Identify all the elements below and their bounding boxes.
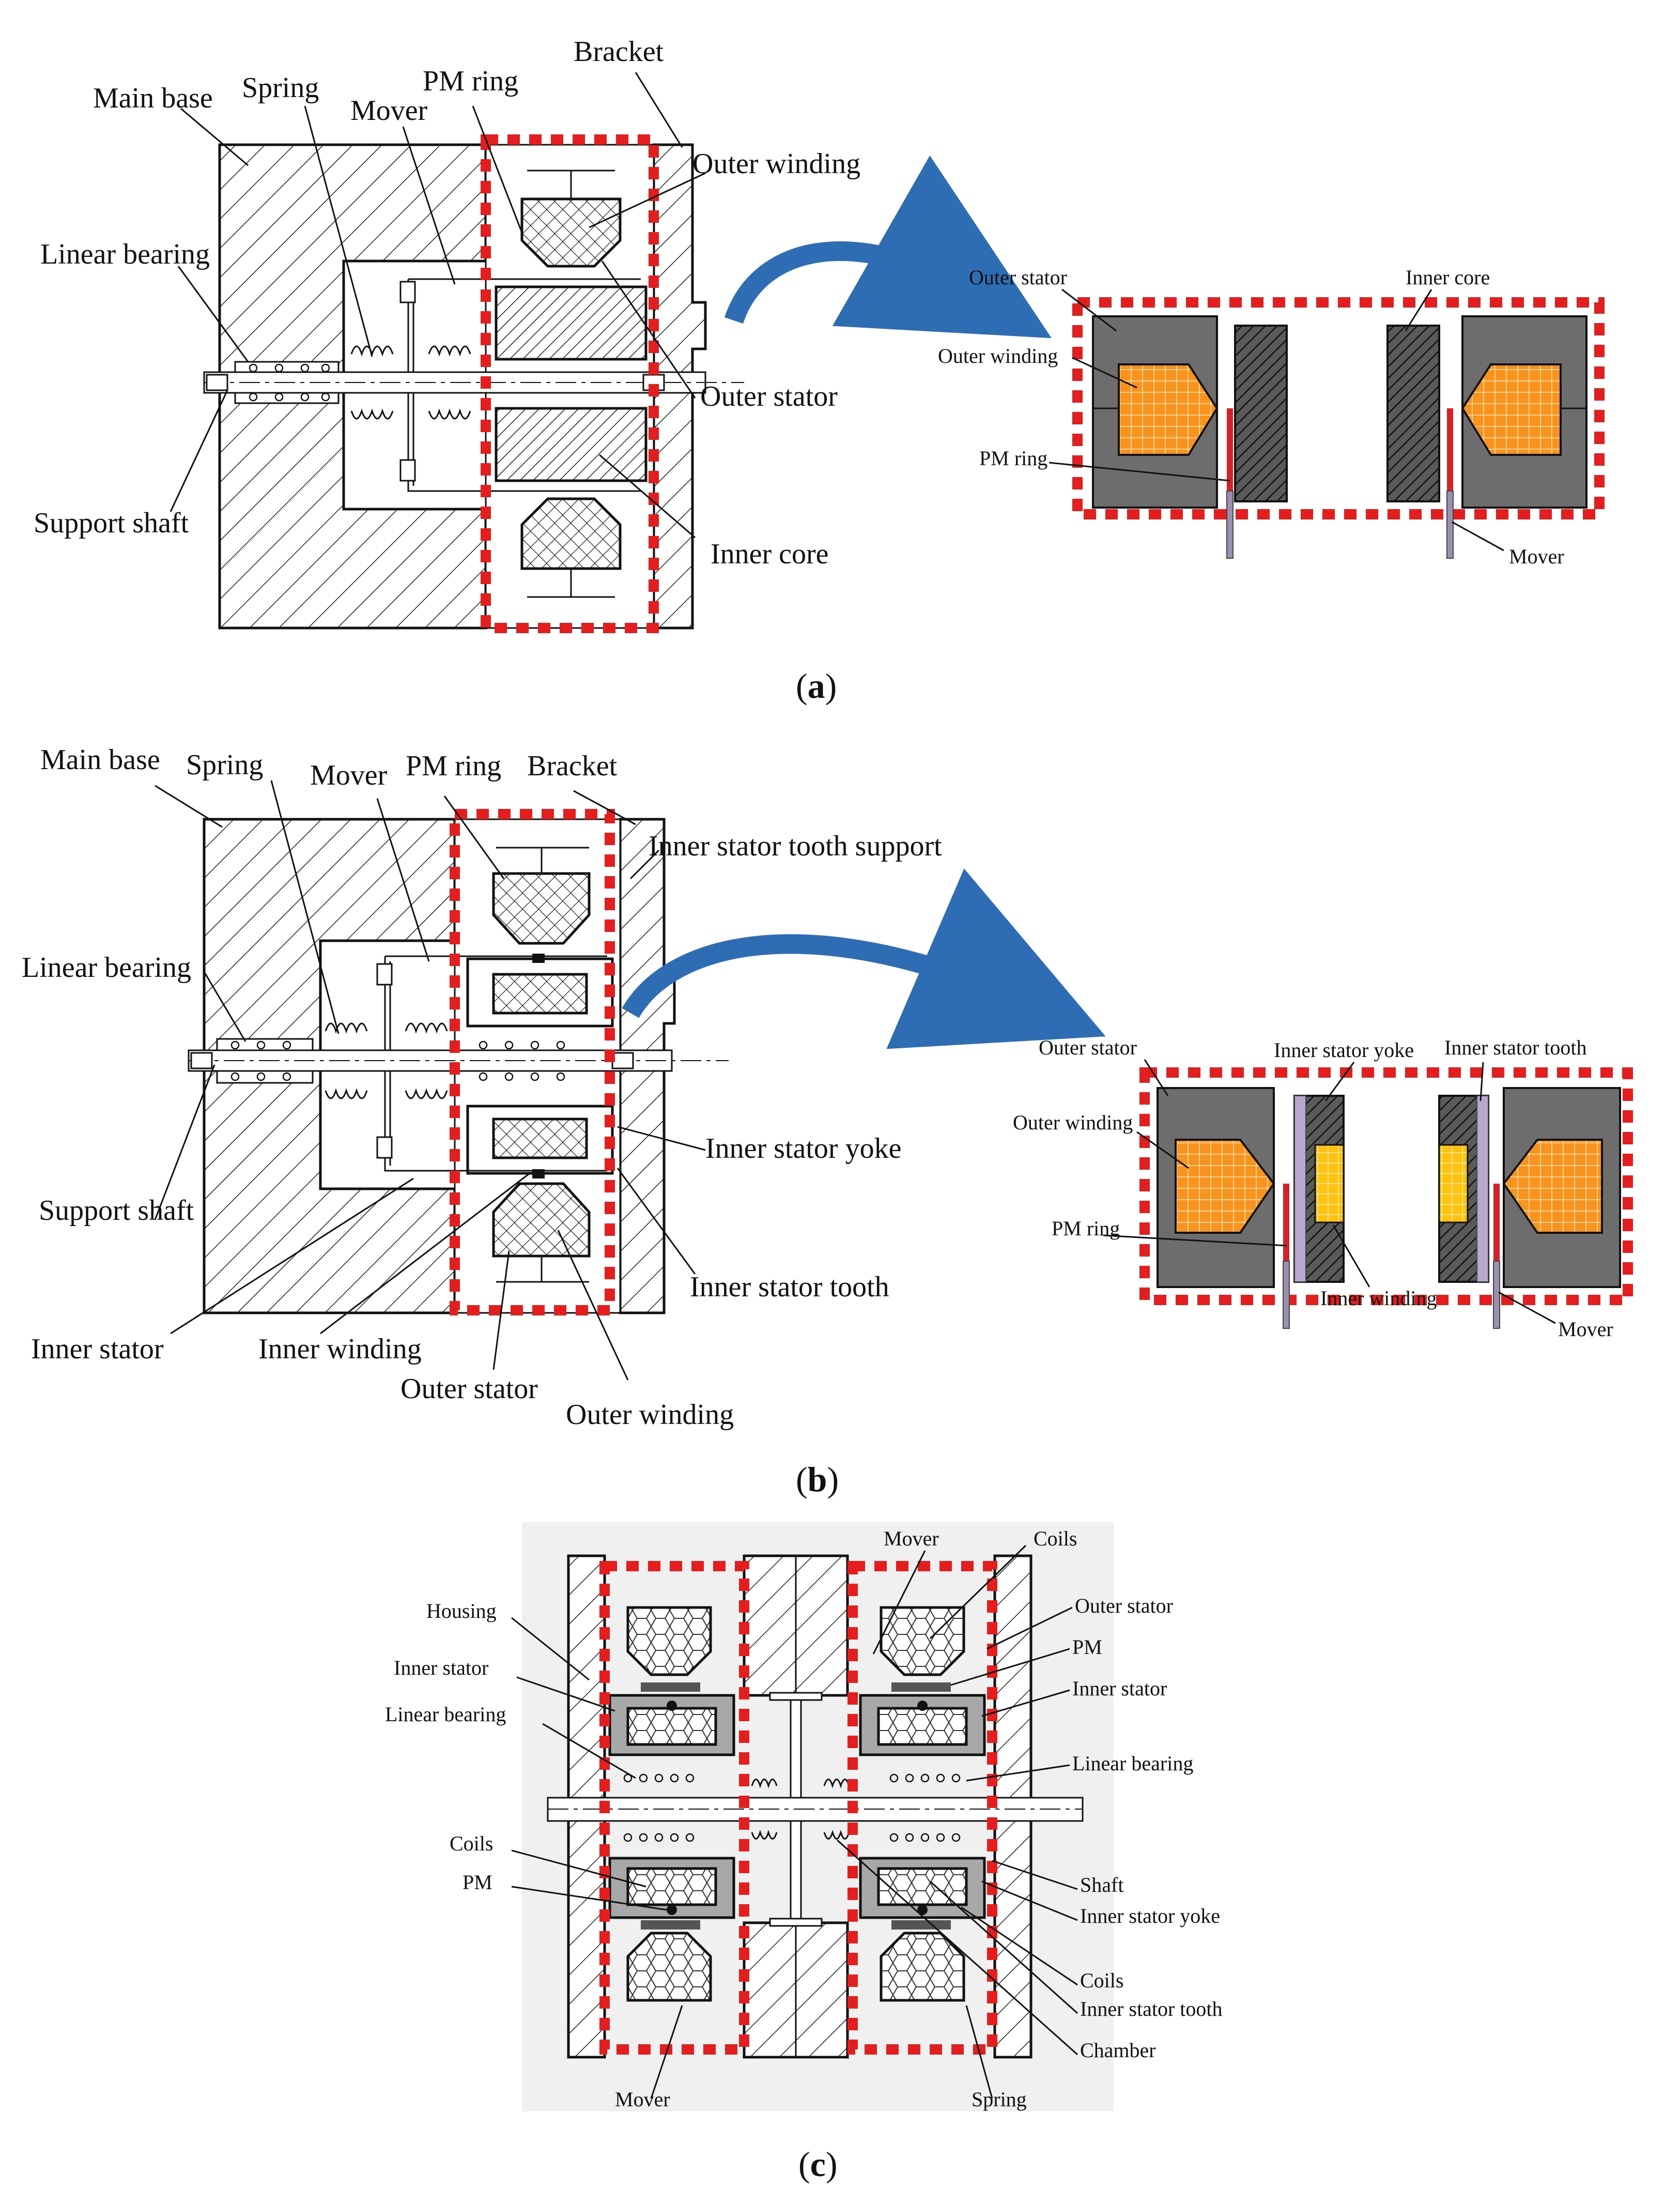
inner-coil-bottom-left [626, 1867, 717, 1906]
zoom-label-outer-stator-b: Outer stator [1039, 1036, 1137, 1059]
label-bracket-b: Bracket [527, 750, 618, 782]
coil-hex-top-right [880, 1606, 965, 1676]
zoom-mover-left [1226, 491, 1234, 559]
zoom-inner-winding-right [1438, 1144, 1469, 1223]
highlight-box-c-right [847, 1561, 997, 2055]
label-inner-stator-yoke-c: Inner stator yoke [1080, 1904, 1220, 1927]
zoom-label-inner-winding: Inner winding [1320, 1287, 1437, 1310]
caption-c: (c) [798, 2145, 838, 2184]
label-mover-b: Mover [310, 759, 388, 791]
label-outer-stator: Outer stator [700, 380, 838, 412]
label-mover-c-bottom: Mover [615, 2088, 670, 2111]
zoom-arrow-a [724, 155, 1052, 339]
label-mover: Mover [350, 95, 428, 127]
zoom-label-inner-stator-tooth: Inner stator tooth [1444, 1036, 1587, 1059]
label-spring: Spring [242, 72, 319, 104]
label-inner-stator-tooth-support: Inner stator tooth support [649, 830, 942, 862]
zoom-view-b [1139, 1067, 1633, 1329]
label-inner-core: Inner core [711, 538, 829, 570]
label-mover-c-top: Mover [884, 1527, 939, 1550]
label-main-base: Main base [93, 82, 213, 114]
label-inner-stator-tooth-c: Inner stator tooth [1080, 1997, 1223, 2020]
spring-part-b [325, 1022, 448, 1099]
zoom-label-mover: Mover [1509, 545, 1564, 568]
zoom-mover-right [1446, 491, 1454, 559]
panel-c: Mover Coils Housing Outer stator PM Inne… [385, 1522, 1223, 2184]
coil-hex-bottom-left [626, 1932, 712, 2002]
zoom-pm-ring-left [1227, 408, 1233, 491]
label-inner-stator-tooth-b: Inner stator tooth [690, 1271, 889, 1303]
zoom-view-a [1072, 297, 1605, 559]
zoom-label-pm-ring-b: PM ring [1052, 1217, 1120, 1240]
inner-winding-top-b [492, 973, 588, 1015]
label-bracket: Bracket [574, 36, 664, 68]
highlight-box-c-left [599, 1561, 749, 2055]
label-linear-bearing-c-right: Linear bearing [1072, 1752, 1193, 1775]
spring-part-c [751, 1779, 850, 1840]
outer-winding-top [520, 197, 622, 268]
coil-hex-bottom-right [880, 1932, 965, 2002]
zoom-label-outer-winding-b: Outer winding [1013, 1111, 1133, 1134]
label-pm-c-left: PM [463, 1871, 492, 1894]
label-coils-c-top: Coils [1034, 1527, 1077, 1550]
label-linear-bearing-b: Linear bearing [22, 952, 191, 984]
label-outer-winding-b: Outer winding [566, 1399, 734, 1431]
outer-winding-top-b [492, 872, 591, 945]
label-spring-b: Spring [186, 749, 263, 781]
label-coils-c-right: Coils [1080, 1969, 1123, 1992]
panel-b: Main base Spring Mover PM ring Bracket I… [22, 744, 1633, 1499]
label-chamber: Chamber [1080, 2039, 1156, 2062]
highlight-box-a [481, 134, 659, 633]
caption-b: (b) [796, 1460, 839, 1499]
label-housing: Housing [426, 1599, 497, 1622]
zoom-core-left [1234, 325, 1288, 502]
inner-coil-bottom-right [877, 1867, 968, 1906]
label-inner-stator-yoke-b: Inner stator yoke [705, 1132, 901, 1165]
panel-a: Main base Spring PM ring Bracket Mover O… [34, 36, 1605, 706]
label-inner-winding-b: Inner winding [258, 1333, 422, 1365]
label-support-shaft-b: Support shaft [39, 1195, 194, 1227]
zoom-inner-winding-left [1314, 1144, 1345, 1223]
zoom-core-right [1386, 325, 1440, 502]
caption-a: (a) [796, 666, 837, 706]
label-shaft: Shaft [1080, 1873, 1123, 1896]
label-linear-bearing: Linear bearing [40, 238, 210, 270]
zoom-pm-ring-right [1447, 408, 1453, 491]
label-pm-c-right: PM [1072, 1635, 1102, 1659]
inner-winding-bottom-b [492, 1117, 588, 1159]
label-main-base-b: Main base [40, 744, 160, 776]
label-pm-ring: PM ring [423, 65, 518, 97]
zoom-arrow-b [622, 868, 1106, 1049]
zoom-label-outer-stator: Outer stator [969, 266, 1067, 289]
label-inner-stator-b: Inner stator [31, 1333, 164, 1365]
outer-winding-bottom [520, 497, 622, 570]
label-outer-stator-c: Outer stator [1075, 1594, 1173, 1617]
inner-core-top [495, 285, 648, 361]
zoom-label-inner-stator-yoke: Inner stator yoke [1274, 1038, 1414, 1062]
zoom-label-inner-core: Inner core [1406, 266, 1490, 289]
label-outer-winding: Outer winding [692, 148, 860, 180]
label-support-shaft: Support shaft [34, 507, 189, 539]
inner-coil-top-left [626, 1707, 717, 1746]
label-outer-stator-b: Outer stator [400, 1373, 538, 1405]
highlight-box-b [450, 809, 615, 1315]
inner-coil-top-right [877, 1707, 968, 1746]
outer-winding-bottom-b [492, 1182, 591, 1258]
label-inner-stator-c-left: Inner stator [394, 1656, 488, 1679]
label-coils-c-left: Coils [450, 1832, 493, 1855]
zoom-label-outer-winding: Outer winding [938, 344, 1058, 368]
label-inner-stator-c-right: Inner stator [1072, 1677, 1167, 1700]
label-linear-bearing-c-left: Linear bearing [385, 1703, 506, 1726]
label-spring-c-bottom: Spring [972, 2088, 1027, 2111]
zoom-label-mover-b: Mover [1558, 1318, 1613, 1341]
inner-core-bottom [495, 407, 648, 482]
zoom-label-pm-ring: PM ring [979, 447, 1047, 470]
label-pm-ring-b: PM ring [406, 750, 501, 782]
coil-hex-top-left [626, 1606, 712, 1676]
